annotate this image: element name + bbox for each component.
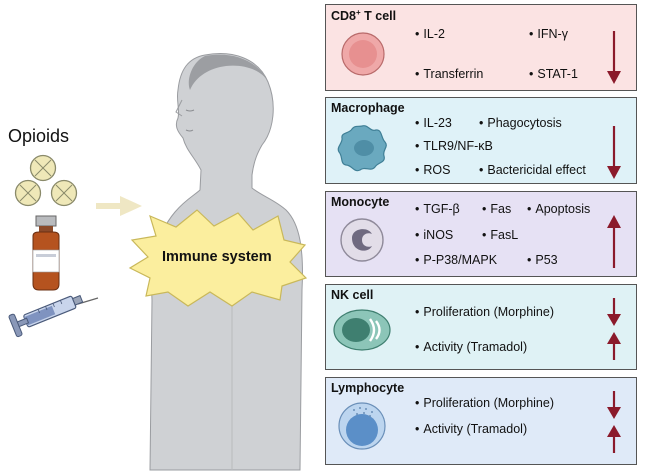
nk-cell-icon xyxy=(333,309,391,351)
immune-starburst xyxy=(128,209,308,307)
lymphocyte-icon xyxy=(338,402,386,450)
pills-icon xyxy=(14,154,78,207)
marker-phagocytosis: Phagocytosis xyxy=(479,116,561,130)
panel-title: Macrophage xyxy=(331,101,405,115)
panel-macrophage: Macrophage IL-23 Phagocytosis TLR9/NF-κB… xyxy=(325,97,637,184)
panel-lymphocyte: Lymphocyte Proliferation (Morphine) Acti… xyxy=(325,377,637,465)
marker-activity-tramadol: Activity (Tramadol) xyxy=(415,340,527,354)
marker-transferrin: Transferrin xyxy=(415,67,483,81)
marker-p53: P53 xyxy=(527,253,557,267)
marker-stat-1: STAT-1 xyxy=(529,67,578,81)
marker-tgf-beta: TGF-β xyxy=(415,202,459,216)
monocyte-icon xyxy=(340,218,384,262)
down-arrow-icon xyxy=(607,126,621,179)
marker-inos: iNOS xyxy=(415,228,453,242)
marker-ifn-gamma: IFN-γ xyxy=(529,27,568,41)
marker-il-23: IL-23 xyxy=(415,116,452,130)
up-arrow-icon xyxy=(607,215,621,268)
marker-bactericidal-effect: Bactericidal effect xyxy=(479,163,585,177)
opioids-label: Opioids xyxy=(8,126,70,146)
down-arrow-icon xyxy=(607,298,621,326)
panel-title: NK cell xyxy=(331,288,374,302)
up-arrow-icon xyxy=(607,425,621,453)
panel-title: Lymphocyte xyxy=(331,381,405,395)
marker-tlr9-nfkb: TLR9/NF-κB xyxy=(415,139,492,153)
panel-nk-cell: NK cell Proliferation (Morphine) Activit… xyxy=(325,284,637,370)
marker-fas: Fas xyxy=(482,202,511,216)
marker-p-p38-mapk: P-P38/MAPK xyxy=(415,253,497,267)
vial-icon xyxy=(32,215,60,291)
exposure-arrow xyxy=(96,196,142,216)
marker-activity-tramadol: Activity (Tramadol) xyxy=(415,422,527,436)
down-arrow-icon xyxy=(607,391,621,419)
marker-apoptosis: Apoptosis xyxy=(527,202,590,216)
panel-monocyte: Monocyte TGF-β Fas Apoptosis iNOS FasL P… xyxy=(325,191,637,277)
up-arrow-icon xyxy=(607,332,621,360)
marker-fasl: FasL xyxy=(482,228,518,242)
t-cell-icon xyxy=(341,32,385,76)
marker-ros: ROS xyxy=(415,163,450,177)
immune-system-label: Immune system xyxy=(162,249,272,265)
macrophage-icon xyxy=(337,125,387,172)
panel-title: CD8+ T cell xyxy=(331,8,397,24)
syringe-icon xyxy=(8,294,99,338)
panel-cd8-t-cell: CD8+ T cell IL-2 IFN-γ Transferrin STAT-… xyxy=(325,4,637,91)
marker-proliferation-morphine: Proliferation (Morphine) xyxy=(415,396,554,410)
marker-proliferation-morphine: Proliferation (Morphine) xyxy=(415,305,554,319)
marker-il-2: IL-2 xyxy=(415,27,445,41)
panel-title: Monocyte xyxy=(331,195,390,209)
down-arrow-icon xyxy=(607,31,621,84)
